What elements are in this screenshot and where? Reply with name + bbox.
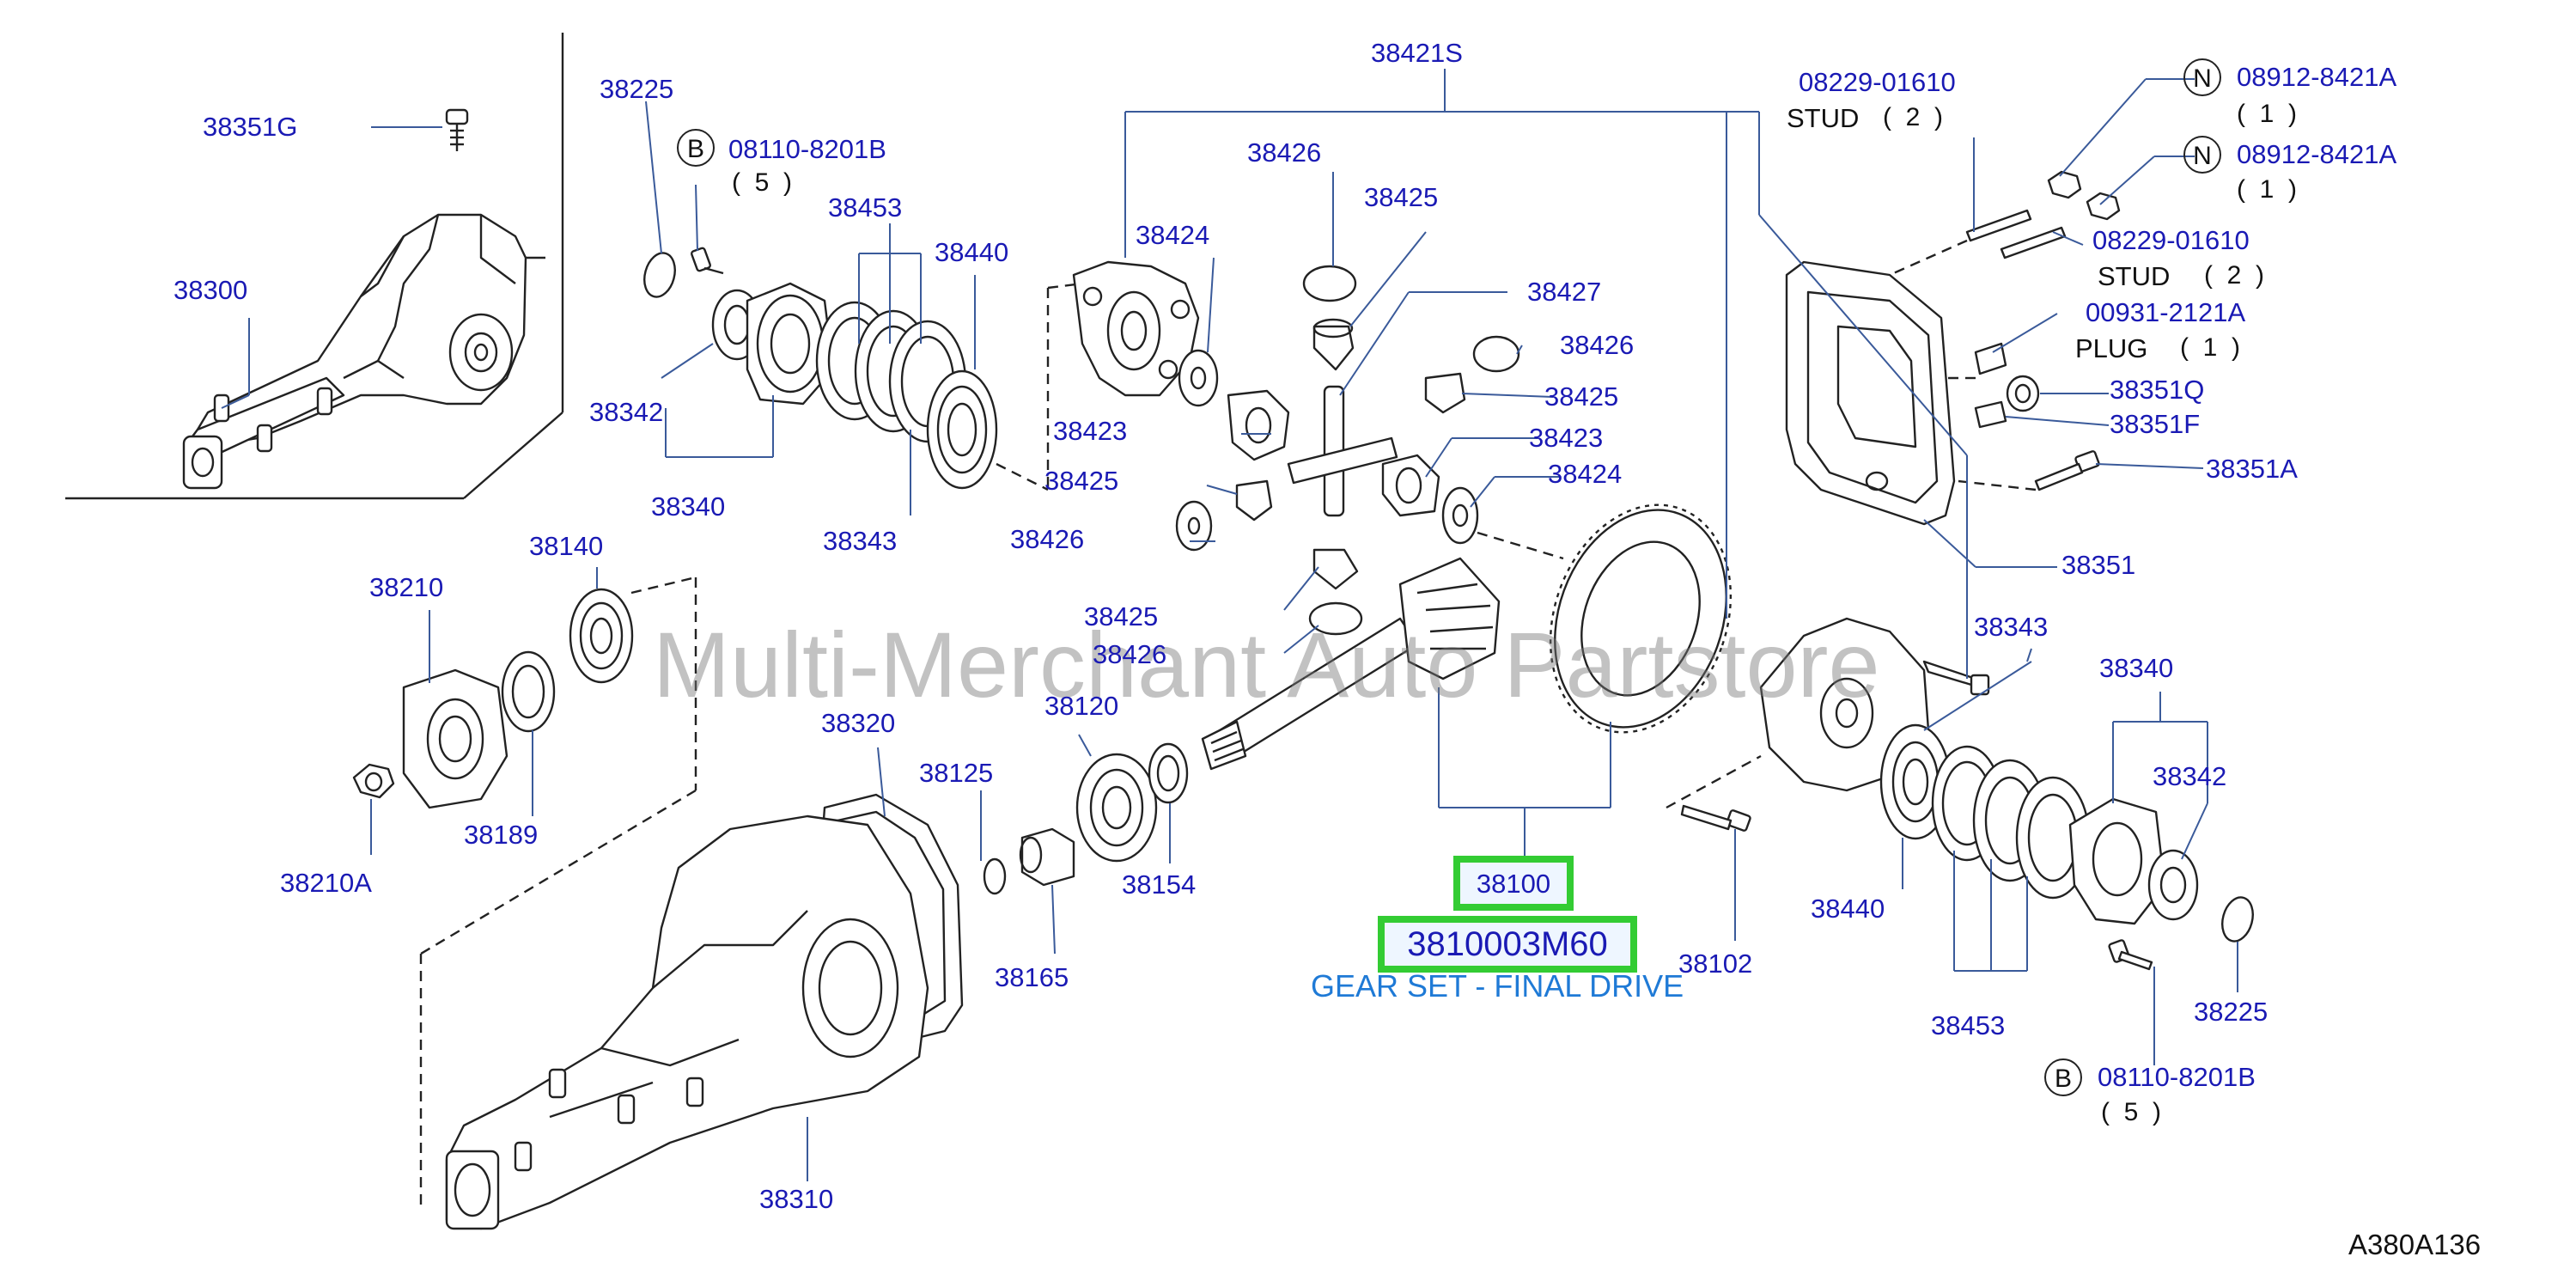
- differential-case-drawing: [1046, 260, 1564, 636]
- callout-38351[interactable]: 38351: [2061, 550, 2136, 580]
- callout-38425-d[interactable]: 38425: [1084, 601, 1159, 631]
- callout-38426-d[interactable]: 38426: [1093, 639, 1167, 669]
- callout-38425-a[interactable]: 38425: [1364, 182, 1439, 212]
- drive-pinion-drawing: [1201, 503, 1733, 771]
- callout-08229-01610-mid[interactable]: 08229-01610: [2092, 225, 2250, 255]
- callout-38165[interactable]: 38165: [995, 962, 1069, 992]
- callout-38310[interactable]: 38310: [759, 1184, 834, 1214]
- callout-38102[interactable]: 38102: [1678, 949, 1753, 979]
- bolt-marker-b-bottom: B: [2044, 1058, 2082, 1096]
- callout-38300[interactable]: 38300: [174, 275, 248, 305]
- companion-flange-group-drawing: [352, 576, 697, 1211]
- stud-note-top: STUD: [1787, 103, 1860, 133]
- side-bearing-stack-left-drawing: [643, 247, 1049, 491]
- callout-38425-c[interactable]: 38425: [1044, 466, 1119, 496]
- qty-08912-b: ( 1 ): [2237, 175, 2298, 204]
- nut-marker-n-a: N: [2183, 58, 2221, 96]
- part-description: GEAR SET - FINAL DRIVE: [1311, 968, 1684, 1004]
- callout-38351Q[interactable]: 38351Q: [2110, 375, 2205, 405]
- differential-case-right-drawing: [1666, 617, 1990, 832]
- rear-cover-drawing: [1785, 170, 2121, 526]
- highlighted-part-number[interactable]: 38100: [1453, 856, 1574, 911]
- leader-lines: [221, 69, 2238, 1181]
- callout-38340-left[interactable]: 38340: [651, 491, 726, 522]
- callout-08912-8421A-a[interactable]: 08912-8421A: [2237, 62, 2397, 92]
- qty-plug: ( 1 ): [2180, 333, 2241, 362]
- callout-38453-right[interactable]: 38453: [1931, 1010, 2006, 1040]
- callout-38427[interactable]: 38427: [1527, 277, 1602, 307]
- callout-38421S[interactable]: 38421S: [1371, 38, 1463, 68]
- carrier-housing-drawing: [445, 793, 964, 1230]
- callout-38189[interactable]: 38189: [464, 820, 539, 850]
- callout-38424-b[interactable]: 38424: [1548, 459, 1623, 489]
- callout-08912-8421A-b[interactable]: 08912-8421A: [2237, 139, 2397, 169]
- callout-38225-right[interactable]: 38225: [2194, 997, 2268, 1027]
- callout-00931-2121A[interactable]: 00931-2121A: [2086, 297, 2246, 327]
- callout-38426-b[interactable]: 38426: [1560, 330, 1635, 360]
- callout-38426-a[interactable]: 38426: [1247, 137, 1322, 168]
- callout-38453-top[interactable]: 38453: [828, 192, 903, 223]
- callout-38424-a[interactable]: 38424: [1136, 220, 1210, 250]
- callout-38120[interactable]: 38120: [1044, 691, 1119, 721]
- side-bearing-stack-right-drawing: [1879, 723, 2254, 971]
- stud-note-mid: STUD: [2098, 261, 2171, 291]
- pinion-bearing-group-drawing: [983, 742, 1189, 895]
- callout-08110-8201B-bottom[interactable]: 08110-8201B: [2098, 1062, 2256, 1092]
- callout-38225-top[interactable]: 38225: [600, 74, 674, 104]
- callout-38210A[interactable]: 38210A: [280, 868, 372, 898]
- qty-stud-mid: ( 2 ): [2204, 261, 2265, 290]
- callout-38125[interactable]: 38125: [919, 758, 994, 788]
- inset-frame: [65, 33, 564, 500]
- callout-38351G[interactable]: 38351G: [203, 112, 298, 142]
- axle-assembly-small-drawing: [182, 108, 545, 490]
- callout-38425-b[interactable]: 38425: [1544, 381, 1619, 412]
- callout-38440-left[interactable]: 38440: [935, 237, 1009, 267]
- callout-38351A[interactable]: 38351A: [2206, 454, 2298, 484]
- callout-38423-b[interactable]: 38423: [1529, 423, 1604, 453]
- callout-38423-a[interactable]: 38423: [1053, 416, 1128, 446]
- qty-08110-top: ( 5 ): [732, 168, 793, 197]
- plug-note: PLUG: [2075, 333, 2148, 363]
- callout-38426-c[interactable]: 38426: [1010, 524, 1085, 554]
- callout-38154[interactable]: 38154: [1122, 869, 1197, 900]
- callout-38342-right[interactable]: 38342: [2153, 761, 2227, 791]
- nut-marker-n-b: N: [2183, 136, 2221, 174]
- callout-38440-right[interactable]: 38440: [1811, 894, 1885, 924]
- callout-38320[interactable]: 38320: [821, 708, 896, 738]
- callout-38140[interactable]: 38140: [529, 531, 604, 561]
- callout-38351F[interactable]: 38351F: [2110, 409, 2201, 439]
- highlighted-catalog-number[interactable]: 3810003M60: [1378, 916, 1637, 973]
- qty-08912-a: ( 1 ): [2237, 100, 2298, 128]
- qty-08110-bottom: ( 5 ): [2101, 1098, 2162, 1126]
- callout-08110-8201B-top[interactable]: 08110-8201B: [728, 134, 886, 164]
- bolt-marker-b-top: B: [677, 129, 715, 167]
- callout-38342-left[interactable]: 38342: [589, 397, 664, 427]
- qty-stud-top: ( 2 ): [1883, 103, 1944, 131]
- callout-38343-left[interactable]: 38343: [823, 526, 898, 556]
- callout-38343-right[interactable]: 38343: [1974, 612, 2049, 642]
- diagram-reference-code: A380A136: [2348, 1229, 2482, 1260]
- watermark-text: Multi-Merchant Auto Partstore: [653, 613, 1880, 717]
- callout-08229-01610-top[interactable]: 08229-01610: [1799, 67, 1956, 97]
- callout-38210[interactable]: 38210: [369, 572, 444, 602]
- callout-38340-right[interactable]: 38340: [2099, 653, 2174, 683]
